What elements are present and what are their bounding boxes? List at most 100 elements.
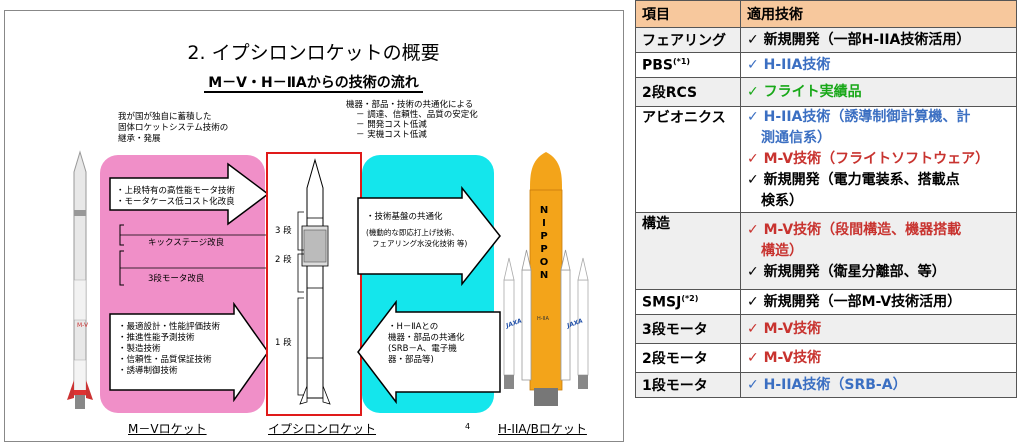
- table-row: 構造 ✓ M-V技術（段間構造、機器搭載構造） ✓ 新規開発（衛星分離部、等）: [635, 212, 1017, 290]
- arrow-bottom-line: ・誘導制御技術: [118, 366, 178, 376]
- item-cell: フェアリング: [635, 27, 741, 53]
- left-note-line: 継承・発展: [118, 134, 161, 144]
- caption-h2a: H-IIA/Bロケット: [498, 422, 587, 436]
- technology-line: ✓ フライト実績品: [747, 83, 862, 100]
- technology-cell: ✓ M-V技術: [740, 343, 1017, 373]
- left-note-line: 固体ロケットシステム技術の: [118, 123, 229, 133]
- table-row: 2段RCS ✓ フライト実績品: [635, 77, 1017, 107]
- technology-cell: ✓ フライト実績品: [740, 77, 1017, 107]
- technology-line: 測通信系）: [761, 130, 831, 146]
- item-label: 2段RCS: [642, 85, 698, 101]
- arrow-top: [109, 162, 270, 226]
- caption-epsilon: イプシロンロケット: [268, 422, 377, 436]
- cyan-bottom-line: ・H－ⅡAとの: [388, 322, 439, 332]
- nippon-lettering: N I P P O N: [538, 204, 550, 282]
- slide-subtitle: M－V・H－ⅡAからの技術の流れ: [0, 72, 627, 93]
- item-cell: 1段モータ: [635, 372, 741, 398]
- table-body: フェアリング✓ 新規開発（一部H-IIA技術活用）PBS(*1)✓ H-IIA技…: [635, 27, 1017, 398]
- item-footnote-mark: (*1): [673, 56, 691, 66]
- slide-title: 2. イプシロンロケットの概要: [187, 42, 440, 64]
- item-cell: 2段RCS: [635, 77, 741, 107]
- cyan-top-line: (機動的な即応打上げ技術、: [366, 228, 459, 237]
- cyan-top-text: ・技術基盤の共通化 (機動的な即応打上げ技術、 フェアリング水没化技術 等): [366, 212, 467, 249]
- technology-line: ✓ 新規開発（一部H-IIA技術活用）: [747, 31, 971, 48]
- epsilon-rocket-illustration: [299, 158, 331, 405]
- nippon-letter: N: [539, 205, 549, 216]
- mv-rocket-illustration: [67, 150, 93, 409]
- right-note-line: － 調達、信頼性、品質の安定化: [356, 110, 478, 120]
- h2a-rocket-illustration: [503, 152, 589, 406]
- cyan-top-line: ・技術基盤の共通化: [366, 212, 443, 222]
- table-row: 1段モータ ✓ H-IIA技術（SRB-A）: [635, 372, 1017, 398]
- stage-brackets: [119, 224, 268, 286]
- header-item: 項目: [635, 0, 741, 28]
- cyan-bottom-line: 器・部品等): [388, 355, 434, 365]
- technology-line: ✓ 新規開発（電力電装系、搭載点: [747, 172, 960, 188]
- nippon-letter: N: [539, 270, 549, 281]
- technology-cell: ✓ H-IIA技術（誘導制御計算機、計測通信系） ✓ M-V技術（フライトソフトウ…: [740, 106, 1017, 213]
- technology-line: ✓ M-V技術: [747, 349, 822, 366]
- item-cell: 2段モータ: [635, 343, 741, 373]
- page-number: 4: [465, 422, 471, 431]
- arrow-bottom: [109, 302, 269, 402]
- table-row: アビオニクス ✓ H-IIA技術（誘導制御計算機、計測通信系） ✓ M-V技術（フラ…: [635, 106, 1017, 213]
- technology-table: 項目 適用技術 フェアリング ✓ 新規開発（一部H-IIA技術活用） PBS(*1)…: [635, 0, 1017, 398]
- technology-cell: ✓ 新規開発（一部M-V技術活用）: [740, 289, 1017, 315]
- h2a-mark: H-IIA: [537, 316, 549, 322]
- mv-mark: M-V: [77, 322, 89, 329]
- item-label: SMSJ: [642, 294, 682, 311]
- arrow-bottom-line: ・最適設計・性能評価技術: [118, 322, 221, 332]
- right-note-line: － 開発コスト低減: [356, 120, 427, 130]
- table-row: SMSJ(*2) ✓ 新規開発（一部M-V技術活用）: [635, 289, 1017, 315]
- item-label: PBS: [642, 57, 674, 74]
- caption-mv: M－Vロケット: [128, 422, 207, 436]
- technology-line: 検系）: [761, 193, 803, 209]
- arrow-bottom-line: ・信頼性・品質保証技術: [118, 355, 212, 365]
- header-technology: 適用技術: [740, 0, 1017, 28]
- stage3-motor-label: 3段モータ改良: [148, 274, 205, 284]
- item-label: アビオニクス: [642, 110, 726, 126]
- table-row: PBS(*1)✓ H-IIA技術: [635, 52, 1017, 78]
- slide-frame: [4, 10, 624, 442]
- technology-line: ✓ M-V技術（フライトソフトウェア）: [747, 151, 990, 167]
- item-label: 1段モータ: [642, 378, 708, 394]
- technology-line: ✓ H-IIA技術（誘導制御計算機、計: [747, 109, 971, 125]
- arrow-top-text: ・上段特有の高性能モータ技術 ・モータケース低コスト化改良: [116, 186, 235, 208]
- left-note: 我が国が独自に蓄積した 固体ロケットシステム技術の 継承・発展: [118, 112, 228, 145]
- item-label: 2段モータ: [642, 351, 708, 367]
- item-cell: PBS(*1): [635, 52, 741, 78]
- technology-line: ✓ 新規開発（衛星分離部、等）: [747, 263, 946, 280]
- cyan-bottom-line: (SRB－A、電子機: [388, 344, 457, 354]
- arrow-top-line: ・上段特有の高性能モータ技術: [116, 186, 236, 196]
- nippon-letter: O: [539, 257, 549, 268]
- arrow-bottom-text: ・最適設計・性能評価技術 ・推進性能予測技術 ・製造技術 ・信頼性・品質保証技術…: [118, 322, 220, 377]
- nippon-letter: P: [540, 244, 548, 255]
- item-cell: アビオニクス: [635, 106, 741, 213]
- arrow-cyan-bottom: [357, 300, 501, 404]
- right-note-line: 機器・部品・技術の共通化による: [346, 100, 474, 110]
- technology-line: ✓ M-V技術（段間構造、機器搭載: [747, 221, 962, 238]
- arrow-top-line: ・モータケース低コスト化改良: [116, 197, 235, 207]
- table-row: 3段モータ ✓ M-V技術: [635, 314, 1017, 344]
- item-cell: 3段モータ: [635, 314, 741, 344]
- item-cell: SMSJ(*2): [635, 289, 741, 315]
- technology-line: ✓ M-V技術: [747, 320, 822, 337]
- kick-stage-label: キックステージ改良: [148, 238, 225, 248]
- item-label: フェアリング: [642, 33, 726, 49]
- technology-line: 構造）: [761, 242, 803, 259]
- table-row: フェアリング ✓ 新規開発（一部H-IIA技術活用）: [635, 27, 1017, 53]
- technology-line: ✓ 新規開発（一部M-V技術活用）: [747, 293, 962, 310]
- stage-label-1: 1 段: [275, 338, 292, 348]
- technology-cell: ✓ H-IIA技術（SRB-A）: [740, 372, 1017, 398]
- stage-label-2: 2 段: [275, 255, 292, 265]
- item-label: 構造: [642, 216, 670, 232]
- nippon-letter: I: [542, 218, 546, 229]
- right-note: 機器・部品・技術の共通化による － 調達、信頼性、品質の安定化 － 開発コスト低…: [346, 100, 478, 140]
- arrow-bottom-line: ・製造技術: [118, 344, 161, 354]
- item-footnote-mark: (*2): [681, 293, 699, 303]
- nippon-letter: P: [540, 231, 548, 242]
- cyan-bottom-line: 機器・部品の共通化: [388, 333, 465, 343]
- cyan-bottom-text: ・H－ⅡAとの 機器・部品の共通化 (SRB－A、電子機 器・部品等): [388, 322, 465, 366]
- technology-cell: ✓ M-V技術（段間構造、機器搭載構造） ✓ 新規開発（衛星分離部、等）: [740, 212, 1017, 290]
- cyan-top-line: フェアリング水没化技術 等): [372, 239, 468, 248]
